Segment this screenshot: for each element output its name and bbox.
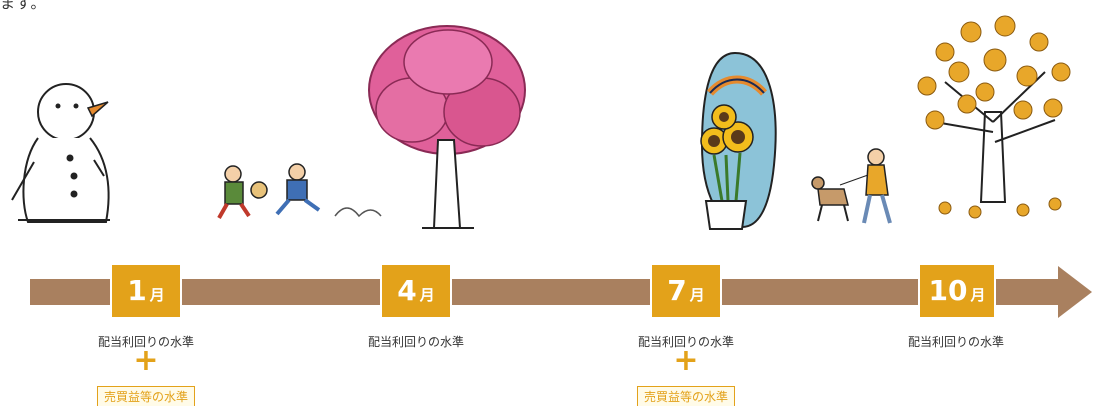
children-playing-illustration [217,163,382,219]
header-text-fragment: ます。 [0,0,47,12]
sunflowers-surfboard-illustration [700,51,777,230]
autumn-tree-illustration [917,15,1071,219]
month-1-box: 1 月 [110,263,182,319]
month-10-suffix: 月 [970,285,986,304]
person-walking-dog-illustration [811,148,892,224]
timeline-bar [30,279,1070,305]
month-10-box: 10 月 [918,263,996,319]
month-10-number: 10 [928,274,968,307]
month-1-plus: + [133,343,159,378]
month-7-extra-caption: 売買益等の水準 [636,386,736,406]
month-4-suffix: 月 [419,285,435,304]
month-7-number: 7 [667,274,687,307]
cherry-blossom-tree-illustration [368,25,526,229]
month-1-extra-caption: 売買益等の水準 [96,386,196,406]
month-4-box: 4 月 [380,263,452,319]
month-10-caption: 配当利回りの水準 [907,335,1005,349]
month-4-caption: 配当利回りの水準 [367,335,465,349]
month-7-box: 7 月 [650,263,722,319]
month-1-caption: 配当利回りの水準 [97,335,195,349]
month-1-suffix: 月 [149,285,165,304]
month-1-number: 1 [127,274,147,307]
timeline-arrowhead [1058,266,1092,318]
month-7-plus: + [673,343,699,378]
month-4-number: 4 [397,274,417,307]
snowman-illustration [11,83,110,223]
month-7-caption: 配当利回りの水準 [637,335,735,349]
month-7-suffix: 月 [689,285,705,304]
